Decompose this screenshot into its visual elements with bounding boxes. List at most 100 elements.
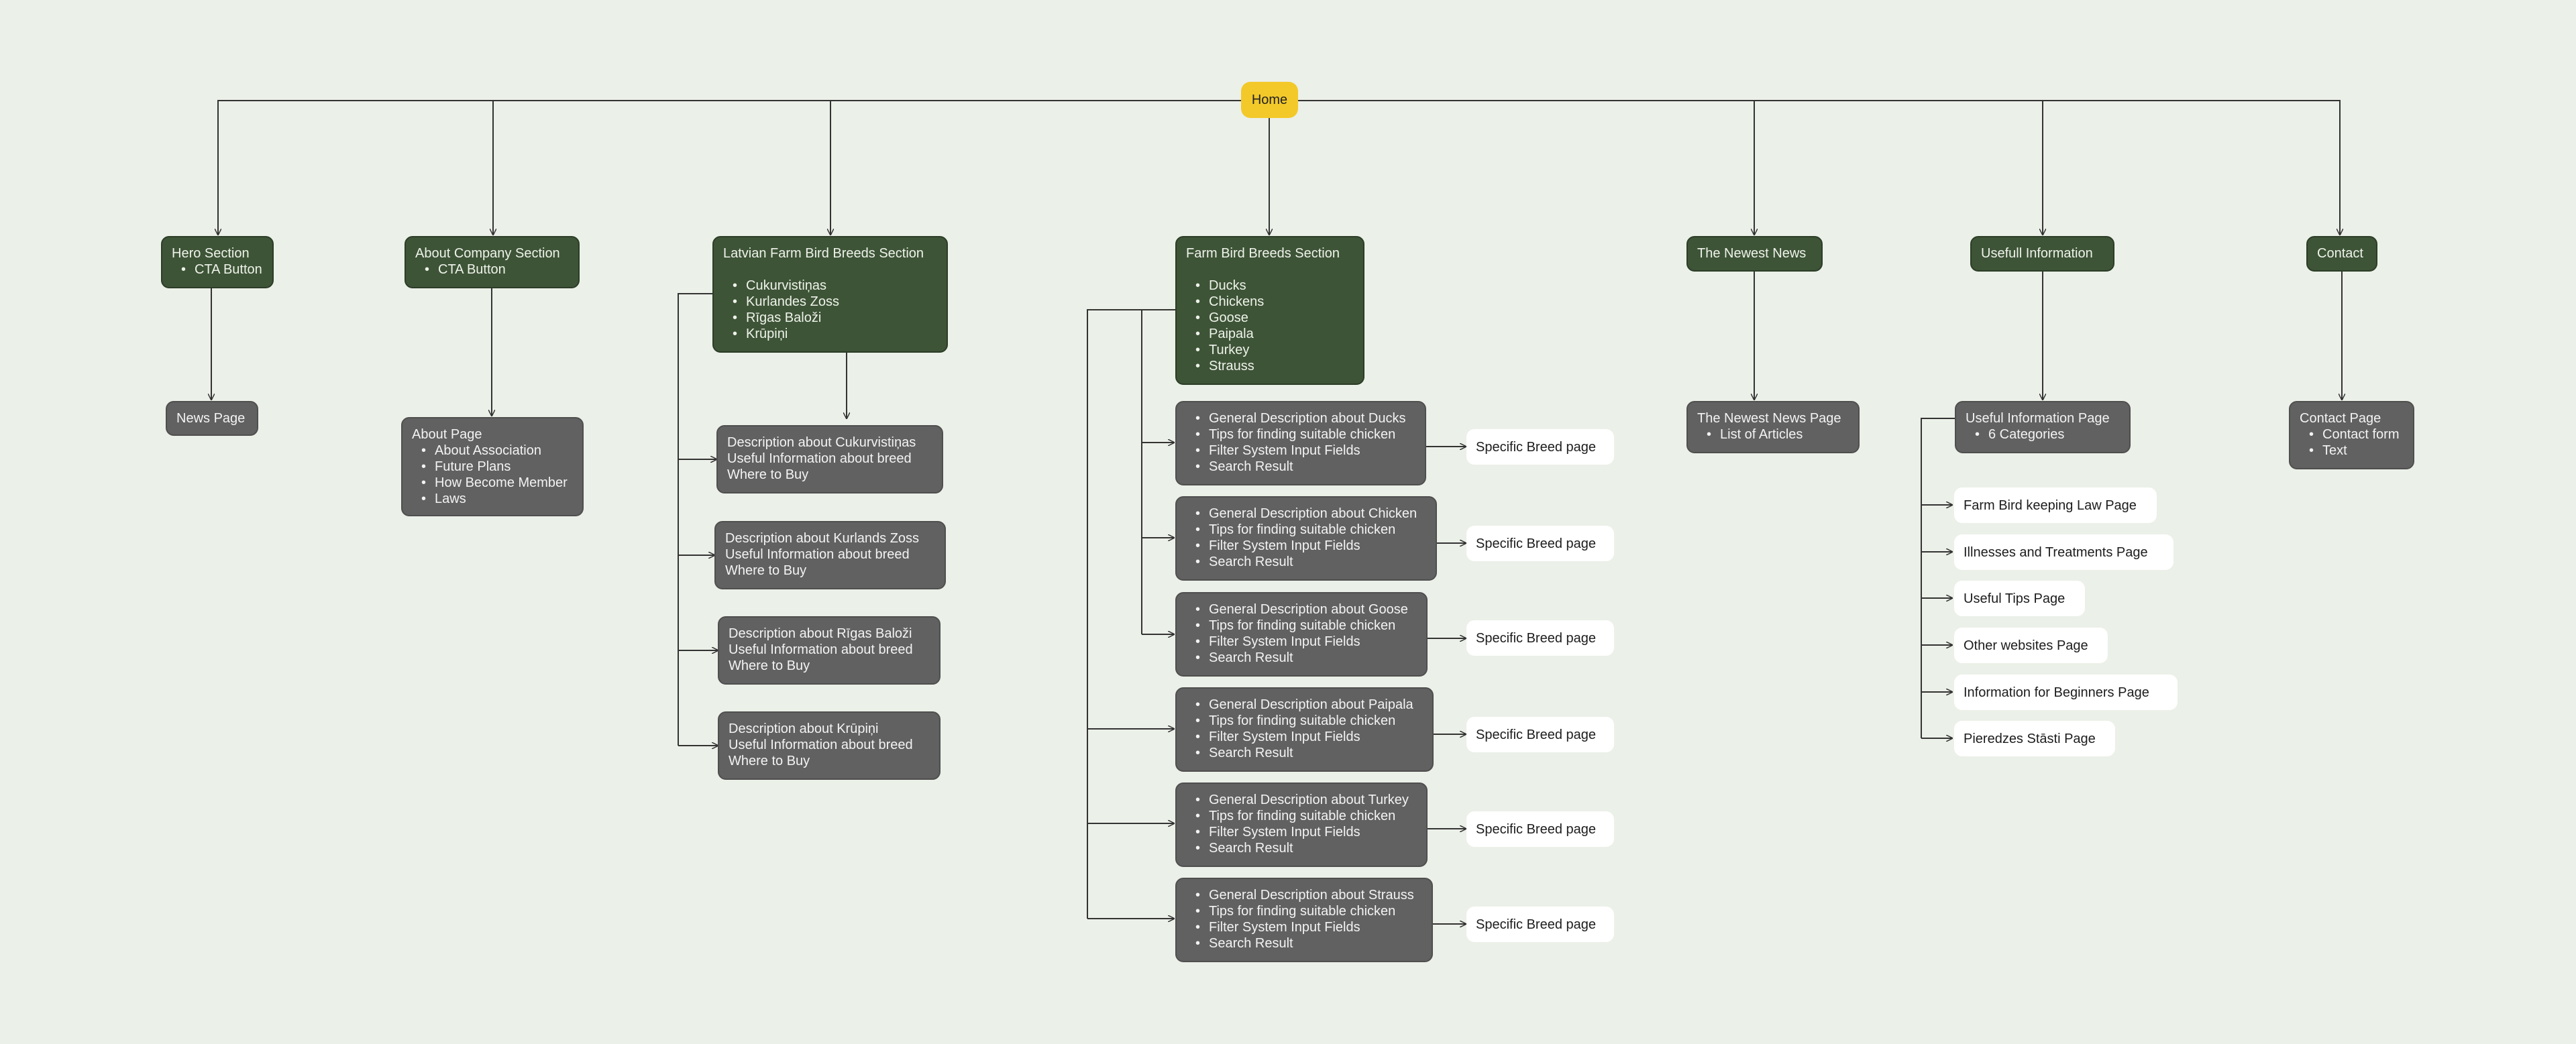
contact-page-node: Contact Page Contact form Text xyxy=(2289,401,2414,469)
latvian-section-item: Rīgas Baloži xyxy=(723,310,937,326)
specific-breed-page-label: Specific Breed page xyxy=(1476,536,1597,551)
specific-breed-page-node: Specific Breed page xyxy=(1466,620,1614,656)
latvian-section-node: Latvian Farm Bird Breeds Section Cukurvi… xyxy=(712,236,948,353)
newest-news-page-node: The Newest News Page List of Articles xyxy=(1686,401,1860,453)
description-line: Where to Buy xyxy=(729,658,810,673)
useful-subpage-node: Information for Beginners Page xyxy=(1954,675,2178,710)
latvian-breed-description-node: Description about Krūpiņi Useful Informa… xyxy=(718,711,941,780)
description-line: Where to Buy xyxy=(727,467,809,482)
detail-item: Search Result xyxy=(1186,935,1422,951)
useful-subpage-node: Other websites Page xyxy=(1954,628,2108,663)
home-label: Home xyxy=(1251,93,1288,107)
detail-item: Search Result xyxy=(1186,459,1415,475)
about-page-item: About Association xyxy=(412,443,573,459)
specific-breed-page-label: Specific Breed page xyxy=(1476,821,1597,837)
description-line: Useful Information about breed xyxy=(729,738,913,752)
farm-section-title: Farm Bird Breeds Section xyxy=(1186,246,1340,261)
detail-item: Search Result xyxy=(1186,745,1423,761)
useful-subpage-node: Useful Tips Page xyxy=(1954,581,2085,616)
detail-item: Search Result xyxy=(1186,650,1417,666)
specific-breed-page-label: Specific Breed page xyxy=(1476,727,1597,742)
breed-detail-node: General Description about Turkey Tips fo… xyxy=(1175,782,1428,867)
contact-title: Contact xyxy=(2317,246,2363,261)
detail-item: Search Result xyxy=(1186,554,1426,570)
contact-node: Contact xyxy=(2306,236,2377,272)
breed-detail-node: General Description about Strauss Tips f… xyxy=(1175,878,1433,962)
detail-item: General Description about Strauss xyxy=(1186,887,1422,903)
about-page-item: Future Plans xyxy=(412,459,573,475)
detail-item: Filter System Input Fields xyxy=(1186,919,1422,935)
farm-section-item: Paipala xyxy=(1186,326,1354,342)
detail-item: Filter System Input Fields xyxy=(1186,729,1423,745)
latvian-breed-description-node: Description about Cukurvistiņas Useful I… xyxy=(716,425,943,494)
breed-detail-node: General Description about Goose Tips for… xyxy=(1175,592,1428,677)
useful-subpage-label: Information for Beginners Page xyxy=(1964,685,2149,700)
contact-page-title: Contact Page xyxy=(2300,411,2381,426)
useful-information-page-node: Useful Information Page 6 Categories xyxy=(1955,401,2131,453)
detail-item: Tips for finding suitable chicken xyxy=(1186,903,1422,919)
detail-item: Filter System Input Fields xyxy=(1186,443,1415,459)
useful-subpage-node: Farm Bird keeping Law Page xyxy=(1954,487,2157,523)
useful-information-page-item: 6 Categories xyxy=(1966,426,2120,443)
about-page-item: Laws xyxy=(412,491,573,507)
hero-section-title: Hero Section xyxy=(172,246,250,261)
about-page-node: About Page About Association Future Plan… xyxy=(401,417,584,516)
detail-item: General Description about Turkey xyxy=(1186,792,1417,808)
detail-item: Filter System Input Fields xyxy=(1186,538,1426,554)
detail-item: General Description about Ducks xyxy=(1186,410,1415,426)
useful-subpage-label: Useful Tips Page xyxy=(1964,591,2065,606)
detail-item: General Description about Paipala xyxy=(1186,697,1423,713)
hero-section-item: CTA Button xyxy=(172,262,263,278)
detail-item: Tips for finding suitable chicken xyxy=(1186,618,1417,634)
useful-subpage-label: Farm Bird keeping Law Page xyxy=(1964,498,2137,513)
useful-subpage-node: Illnesses and Treatments Page xyxy=(1954,534,2174,570)
breed-detail-node: General Description about Paipala Tips f… xyxy=(1175,687,1434,772)
news-page-node: News Page xyxy=(166,401,258,436)
newest-news-title: The Newest News xyxy=(1697,246,1807,261)
useful-information-title: Usefull Information xyxy=(1981,246,2093,261)
latvian-section-title: Latvian Farm Bird Breeds Section xyxy=(723,246,924,261)
hero-section-node: Hero Section CTA Button xyxy=(161,236,274,288)
breed-detail-node: General Description about Chicken Tips f… xyxy=(1175,496,1437,581)
breed-detail-node: General Description about Ducks Tips for… xyxy=(1175,401,1426,485)
about-page-title: About Page xyxy=(412,427,482,442)
latvian-section-item: Cukurvistiņas xyxy=(723,278,937,294)
newest-news-page-item: List of Articles xyxy=(1697,426,1849,443)
detail-item: Filter System Input Fields xyxy=(1186,824,1417,840)
detail-item: Tips for finding suitable chicken xyxy=(1186,426,1415,443)
home-node: Home xyxy=(1241,82,1298,118)
about-section-item: CTA Button xyxy=(415,262,569,278)
about-section-node: About Company Section CTA Button xyxy=(405,236,580,288)
useful-subpage-label: Pieredzes Stāsti Page xyxy=(1964,731,2096,746)
description-line: Description about Krūpiņi xyxy=(729,721,879,736)
description-line: Description about Kurlands Zoss xyxy=(725,531,920,546)
farm-section-item: Chickens xyxy=(1186,294,1354,310)
specific-breed-page-label: Specific Breed page xyxy=(1476,439,1597,455)
description-line: Description about Rīgas Baloži xyxy=(729,626,912,641)
latvian-breed-description-node: Description about Rīgas Baloži Useful In… xyxy=(718,616,941,685)
description-line: Where to Buy xyxy=(725,563,807,578)
useful-subpage-node: Pieredzes Stāsti Page xyxy=(1954,721,2115,756)
newest-news-node: The Newest News xyxy=(1686,236,1823,272)
specific-breed-page-node: Specific Breed page xyxy=(1466,717,1614,752)
latvian-section-item: Krūpiņi xyxy=(723,326,937,342)
description-line: Useful Information about breed xyxy=(725,547,910,562)
useful-information-page-title: Useful Information Page xyxy=(1966,411,2110,426)
newest-news-page-title: The Newest News Page xyxy=(1697,411,1841,426)
description-line: Useful Information about breed xyxy=(727,451,912,466)
farm-section-node: Farm Bird Breeds Section Ducks Chickens … xyxy=(1175,236,1364,385)
detail-item: General Description about Goose xyxy=(1186,601,1417,618)
specific-breed-page-label: Specific Breed page xyxy=(1476,630,1597,646)
detail-item: Filter System Input Fields xyxy=(1186,634,1417,650)
useful-subpage-label: Other websites Page xyxy=(1964,638,2088,653)
detail-item: Search Result xyxy=(1186,840,1417,856)
specific-breed-page-node: Specific Breed page xyxy=(1466,811,1614,847)
detail-item: Tips for finding suitable chicken xyxy=(1186,522,1426,538)
farm-section-item: Strauss xyxy=(1186,358,1354,374)
news-page-title: News Page xyxy=(176,411,246,426)
specific-breed-page-node: Specific Breed page xyxy=(1466,907,1614,942)
farm-section-item: Ducks xyxy=(1186,278,1354,294)
latvian-section-item: Kurlandes Zoss xyxy=(723,294,937,310)
description-line: Where to Buy xyxy=(729,754,810,768)
